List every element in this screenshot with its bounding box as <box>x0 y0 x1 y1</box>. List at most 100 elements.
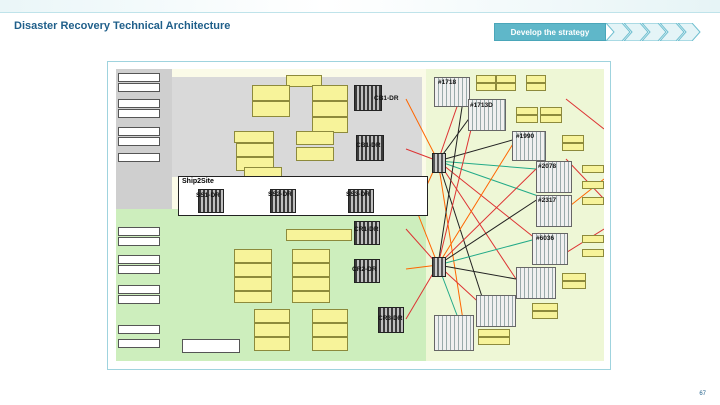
storage-cabinet-icon <box>434 315 474 351</box>
vm-box <box>476 83 496 91</box>
network-switch-icon <box>432 153 446 173</box>
storage-cabinet-icon <box>512 131 546 161</box>
node-label: CR3-DR <box>378 315 403 322</box>
node-label: CR1-DR <box>354 226 379 233</box>
node-label: #1718 <box>438 79 457 86</box>
node-label: CB1-DR <box>356 142 381 149</box>
storage-cabinet-icon <box>468 99 506 131</box>
vm-box <box>312 337 348 351</box>
storage-cabinet-icon <box>516 267 556 299</box>
left-node-box <box>118 339 160 348</box>
node-label: #2317 <box>538 197 557 204</box>
left-node-box <box>118 109 160 118</box>
vm-box <box>234 291 272 303</box>
vm-box <box>234 263 272 277</box>
left-node-box <box>118 137 160 146</box>
vm-box <box>312 309 348 323</box>
vm-box <box>496 75 516 83</box>
left-node-box <box>118 73 160 82</box>
vm-box <box>234 249 272 263</box>
architecture-diagram: Ship2Site CB1-DR CB1-DR SS1-DR SS2-DR SS… <box>116 69 604 361</box>
left-node-box <box>118 83 160 92</box>
left-node-box <box>118 255 160 264</box>
left-node-box <box>182 339 240 353</box>
ship2site-label: Ship2Site <box>182 178 214 185</box>
vm-box <box>562 281 586 289</box>
vm-box <box>292 291 330 303</box>
node-label: #1990 <box>516 133 535 140</box>
storage-cabinet-icon <box>476 295 516 327</box>
step-label: Develop the strategy <box>494 23 606 41</box>
left-node-box <box>118 227 160 236</box>
vm-box <box>252 85 290 101</box>
node-label: #6036 <box>536 235 555 242</box>
vm-box <box>312 323 348 337</box>
vm-box <box>236 143 274 157</box>
server-icon <box>270 189 296 213</box>
vm-box <box>254 309 290 323</box>
vm-box <box>496 83 516 91</box>
page-title: Disaster Recovery Technical Architecture <box>14 20 231 32</box>
vm-box <box>526 75 546 83</box>
left-node-box <box>118 153 160 162</box>
left-node-box <box>118 295 160 304</box>
vm-box <box>562 135 584 143</box>
node-label: SS3-DR <box>346 191 370 198</box>
vm-box <box>516 107 538 115</box>
storage-cabinet-icon <box>536 195 572 227</box>
node-label: SS2-DR <box>268 191 292 198</box>
vm-box <box>540 107 562 115</box>
vm-box <box>532 311 558 319</box>
vm-box <box>254 323 290 337</box>
page-number: 67 <box>699 391 706 397</box>
vm-box <box>296 147 334 161</box>
vm-box <box>292 277 330 291</box>
vm-box <box>234 277 272 291</box>
node-label: #1713D <box>470 102 493 109</box>
vm-box <box>582 249 604 257</box>
server-icon <box>198 189 224 213</box>
node-label: #2078 <box>538 163 557 170</box>
vm-box <box>582 197 604 205</box>
left-node-box <box>118 99 160 108</box>
vm-box <box>292 249 330 263</box>
storage-cabinet-icon <box>536 161 572 193</box>
server-icon <box>348 189 374 213</box>
vm-box <box>478 337 510 345</box>
top-decorative-band <box>0 0 720 13</box>
vm-box <box>478 329 510 337</box>
server-icon <box>354 85 382 111</box>
server-icon <box>354 221 380 245</box>
node-label: SS1-DR <box>196 192 220 199</box>
step-chevron: Develop the strategy <box>494 23 702 41</box>
vm-box <box>286 75 322 87</box>
left-node-box <box>118 285 160 294</box>
left-node-box <box>118 237 160 246</box>
node-label: CR2-DR <box>352 266 377 273</box>
network-switch-icon <box>432 257 446 277</box>
vm-box <box>582 181 604 189</box>
storage-cabinet-icon <box>532 233 568 265</box>
vm-box <box>526 83 546 91</box>
vm-box <box>292 263 330 277</box>
storage-cabinet-icon <box>434 77 470 107</box>
vm-box <box>582 235 604 243</box>
left-node-box <box>118 127 160 136</box>
vm-box <box>286 229 352 241</box>
vm-box <box>516 115 538 123</box>
left-node-box <box>118 325 160 334</box>
node-label: CB1-DR <box>374 95 399 102</box>
server-icon <box>356 135 384 161</box>
vm-box <box>562 143 584 151</box>
server-icon <box>354 259 380 283</box>
vm-box <box>582 165 604 173</box>
vm-box <box>312 101 348 117</box>
server-icon <box>378 307 404 333</box>
left-node-box <box>118 265 160 274</box>
vm-box <box>254 337 290 351</box>
vm-box <box>476 75 496 83</box>
vm-box <box>532 303 558 311</box>
vm-box <box>312 85 348 101</box>
chevron-arrows-icon <box>606 23 701 41</box>
vm-box <box>234 131 274 143</box>
